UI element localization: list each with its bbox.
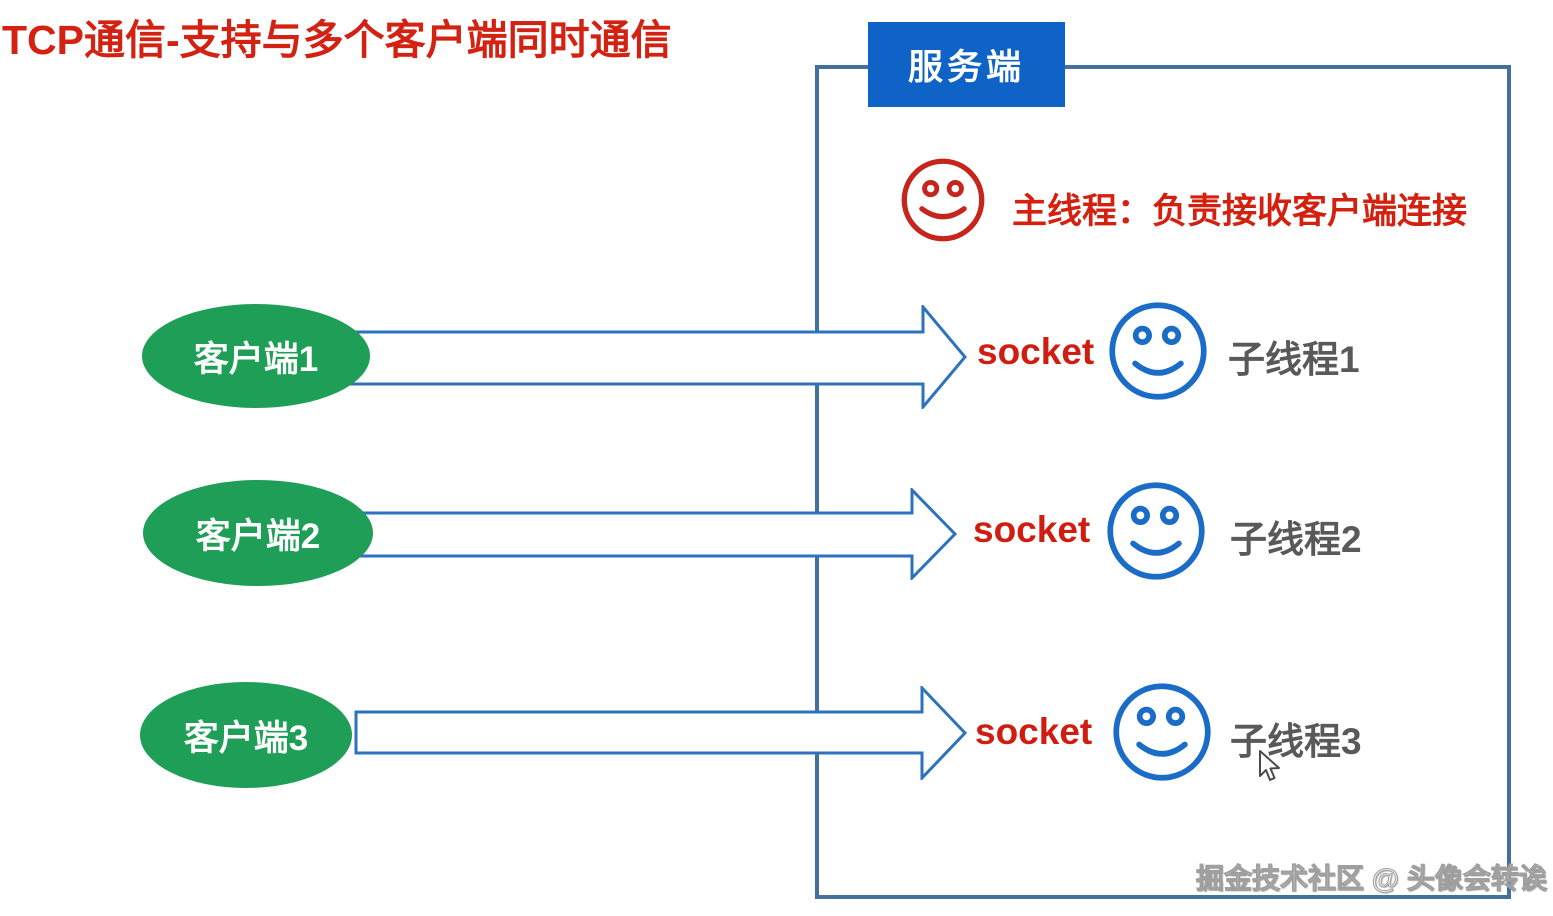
thread2-smiley-face-icon bbox=[1107, 482, 1205, 580]
client2-label: 客户端2 bbox=[195, 516, 321, 556]
arrow-client2-to-server bbox=[300, 488, 958, 580]
client1-node: 客户端1 bbox=[142, 304, 370, 408]
arrow-client3-to-server bbox=[354, 686, 968, 780]
server-header: 服务端 bbox=[868, 22, 1065, 107]
server-header-label: 服务端 bbox=[907, 48, 1025, 87]
page-title: TCP通信-支持与多个客户端同时通信 bbox=[2, 17, 672, 63]
client3-node: 客户端3 bbox=[140, 682, 352, 788]
watermark: 掘金技术社区 @ 头像会转诶 bbox=[1196, 863, 1548, 895]
socket2-label: socket bbox=[973, 509, 1091, 550]
client2-node: 客户端2 bbox=[143, 480, 373, 586]
socket3-label: socket bbox=[975, 711, 1093, 752]
socket1-label: socket bbox=[977, 331, 1095, 372]
arrow-client1-to-server bbox=[300, 305, 967, 409]
server-box bbox=[815, 65, 1511, 899]
main-thread-smiley-face-icon bbox=[901, 158, 985, 242]
thread1-smiley-face-icon bbox=[1109, 302, 1207, 400]
main-thread-label: 主线程：负责接收客户端连接 bbox=[1012, 192, 1468, 231]
thread2-label: 子线程2 bbox=[1230, 519, 1362, 560]
thread3-smiley-face-icon bbox=[1113, 683, 1211, 781]
client3-label: 客户端3 bbox=[183, 718, 309, 758]
mouse-pointer-icon bbox=[1259, 750, 1280, 781]
thread3-label: 子线程3 bbox=[1230, 721, 1362, 762]
thread1-label: 子线程1 bbox=[1228, 339, 1360, 380]
client1-label: 客户端1 bbox=[193, 339, 319, 379]
